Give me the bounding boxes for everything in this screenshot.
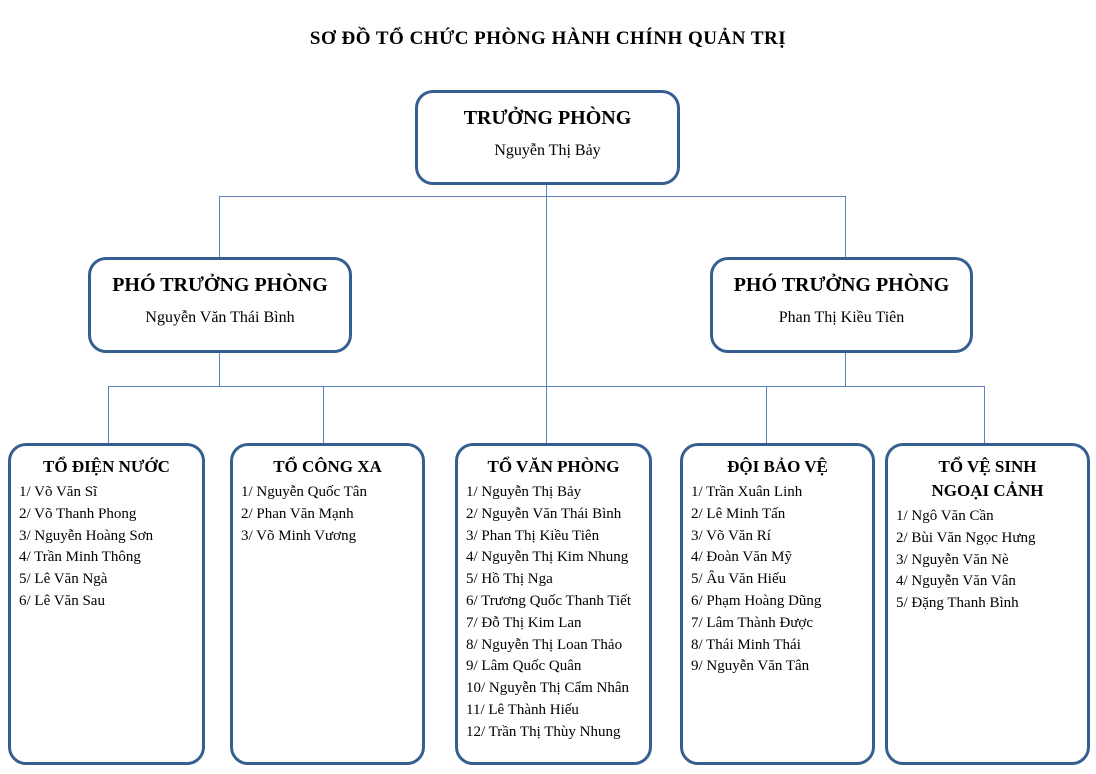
member-item: 5/ Lê Văn Ngà [19,571,108,588]
member-item: 1/ Ngô Văn Cần [896,508,994,524]
connector-chief-to-unit3-line [546,185,547,443]
member-list: 1/ Ngô Văn Cần 2/ Bùi Văn Ngọc Hưng 3/ N… [888,506,1087,615]
node-person-name: Phan Thị Kiều Tiên [778,309,905,326]
member-item: 5/ Đặng Thanh Bình [896,595,1019,612]
member-item: 2/ Võ Thanh Phong [19,505,137,522]
member-item: 1/ Võ Văn Sĩ [19,484,98,500]
member-item: 4/ Nguyễn Văn Vân [896,573,1016,590]
member-item: 11/ Lê Thành Hiếu [466,701,579,718]
node-title: PHÓ TRƯỞNG PHÒNG [112,274,328,296]
member-item: 3/ Nguyễn Hoàng Sơn [19,527,154,544]
member-item: 7/ Đỗ Thị Kim Lan [466,614,582,631]
member-item: 2/ Bùi Văn Ngọc Hưng [896,529,1036,546]
member-item: 8/ Thái Minh Thái [691,636,801,653]
member-item: 4/ Đoàn Văn Mỹ [691,549,792,566]
connector-deputy-left-down-line [219,353,220,386]
member-item: 6/ Phạm Hoàng Dũng [691,592,822,609]
node-to-dien-nuoc: TỔ ĐIỆN NƯỚC 1/ Võ Văn Sĩ 2/ Võ Thanh Ph… [8,443,205,765]
member-item: 4/ Trần Minh Thông [19,549,141,566]
node-title: TRƯỞNG PHÒNG [463,107,632,129]
member-item: 2/ Nguyễn Văn Thái Bình [466,505,622,522]
node-person-name: Nguyễn Văn Thái Bình [145,309,295,326]
connector-top-horizontal-line [219,196,846,197]
member-item: 3/ Nguyễn Văn Nè [896,551,1009,568]
unit-title: TỔ CÔNG XA [273,457,382,476]
unit-title: TỔ VĂN PHÒNG [487,457,620,476]
node-truong-phong: TRƯỞNG PHÒNG Nguyễn Thị Bảy [415,90,680,185]
member-item: 9/ Nguyễn Văn Tân [691,658,810,675]
node-to-cong-xa: TỔ CÔNG XA 1/ Nguyễn Quốc Tân 2/ Phan Vă… [230,443,425,765]
connector-to-deputy-left-line [219,196,220,257]
member-item: 1/ Trần Xuân Linh [691,484,803,500]
node-doi-bao-ve: ĐỘI BẢO VỆ 1/ Trần Xuân Linh 2/ Lê Minh … [680,443,875,765]
member-list: 1/ Nguyễn Thị Bảy 2/ Nguyễn Văn Thái Bìn… [458,482,649,744]
connector-deputy-right-down-line [845,353,846,386]
member-item: 5/ Âu Văn Hiếu [691,571,787,588]
member-item: 6/ Trương Quốc Thanh Tiết [466,592,631,609]
node-pho-truong-phong-right: PHÓ TRƯỞNG PHÒNG Phan Thị Kiều Tiên [710,257,973,353]
member-item: 6/ Lê Văn Sau [19,592,105,609]
member-list: 1/ Nguyễn Quốc Tân 2/ Phan Văn Mạnh 3/ V… [233,482,422,547]
member-item: 4/ Nguyễn Thị Kim Nhung [466,549,629,566]
member-item: 2/ Phan Văn Mạnh [241,505,354,522]
connector-to-unit5-line [984,386,985,443]
member-item: 3/ Võ Minh Vương [241,527,357,544]
connector-to-unit2-line [323,386,324,443]
connector-to-deputy-right-line [845,196,846,257]
unit-title: TỔ ĐIỆN NƯỚC [43,457,170,476]
member-item: 7/ Lâm Thành Được [691,614,814,631]
member-item: 5/ Hồ Thị Nga [466,571,553,588]
unit-title: TỔ VỆ SINH NGOẠI CẢNH [931,457,1044,500]
page-title: SƠ ĐỒ TỔ CHỨC PHÒNG HÀNH CHÍNH QUẢN TRỊ [309,28,787,49]
node-title: PHÓ TRƯỞNG PHÒNG [733,274,950,296]
node-to-ve-sinh-ngoai-canh: TỔ VỆ SINH NGOẠI CẢNH 1/ Ngô Văn Cần 2/ … [885,443,1090,765]
node-pho-truong-phong-left: PHÓ TRƯỞNG PHÒNG Nguyễn Văn Thái Bình [88,257,352,353]
node-person-name: Nguyễn Thị Bảy [494,142,601,159]
member-item: 2/ Lê Minh Tấn [691,505,786,522]
member-item: 1/ Nguyễn Thị Bảy [466,484,582,500]
member-item: 3/ Võ Văn Rí [691,527,771,544]
connector-to-unit1-line [108,386,109,443]
member-item: 12/ Trần Thị Thùy Nhung [466,723,621,740]
member-item: 8/ Nguyễn Thị Loan Thảo [466,636,623,653]
connector-bottom-horizontal-line [108,386,985,387]
member-item: 1/ Nguyễn Quốc Tân [241,484,367,500]
connector-to-unit4-line [766,386,767,443]
member-list: 1/ Trần Xuân Linh 2/ Lê Minh Tấn 3/ Võ V… [683,482,872,678]
member-item: 3/ Phan Thị Kiều Tiên [466,527,600,544]
member-list: 1/ Võ Văn Sĩ 2/ Võ Thanh Phong 3/ Nguyễn… [11,482,202,613]
node-to-van-phong: TỔ VĂN PHÒNG 1/ Nguyễn Thị Bảy 2/ Nguyễn… [455,443,652,765]
unit-title: ĐỘI BẢO VỆ [727,457,828,476]
member-item: 9/ Lâm Quốc Quân [466,658,582,675]
member-item: 10/ Nguyễn Thị Cẩm Nhân [466,680,630,697]
